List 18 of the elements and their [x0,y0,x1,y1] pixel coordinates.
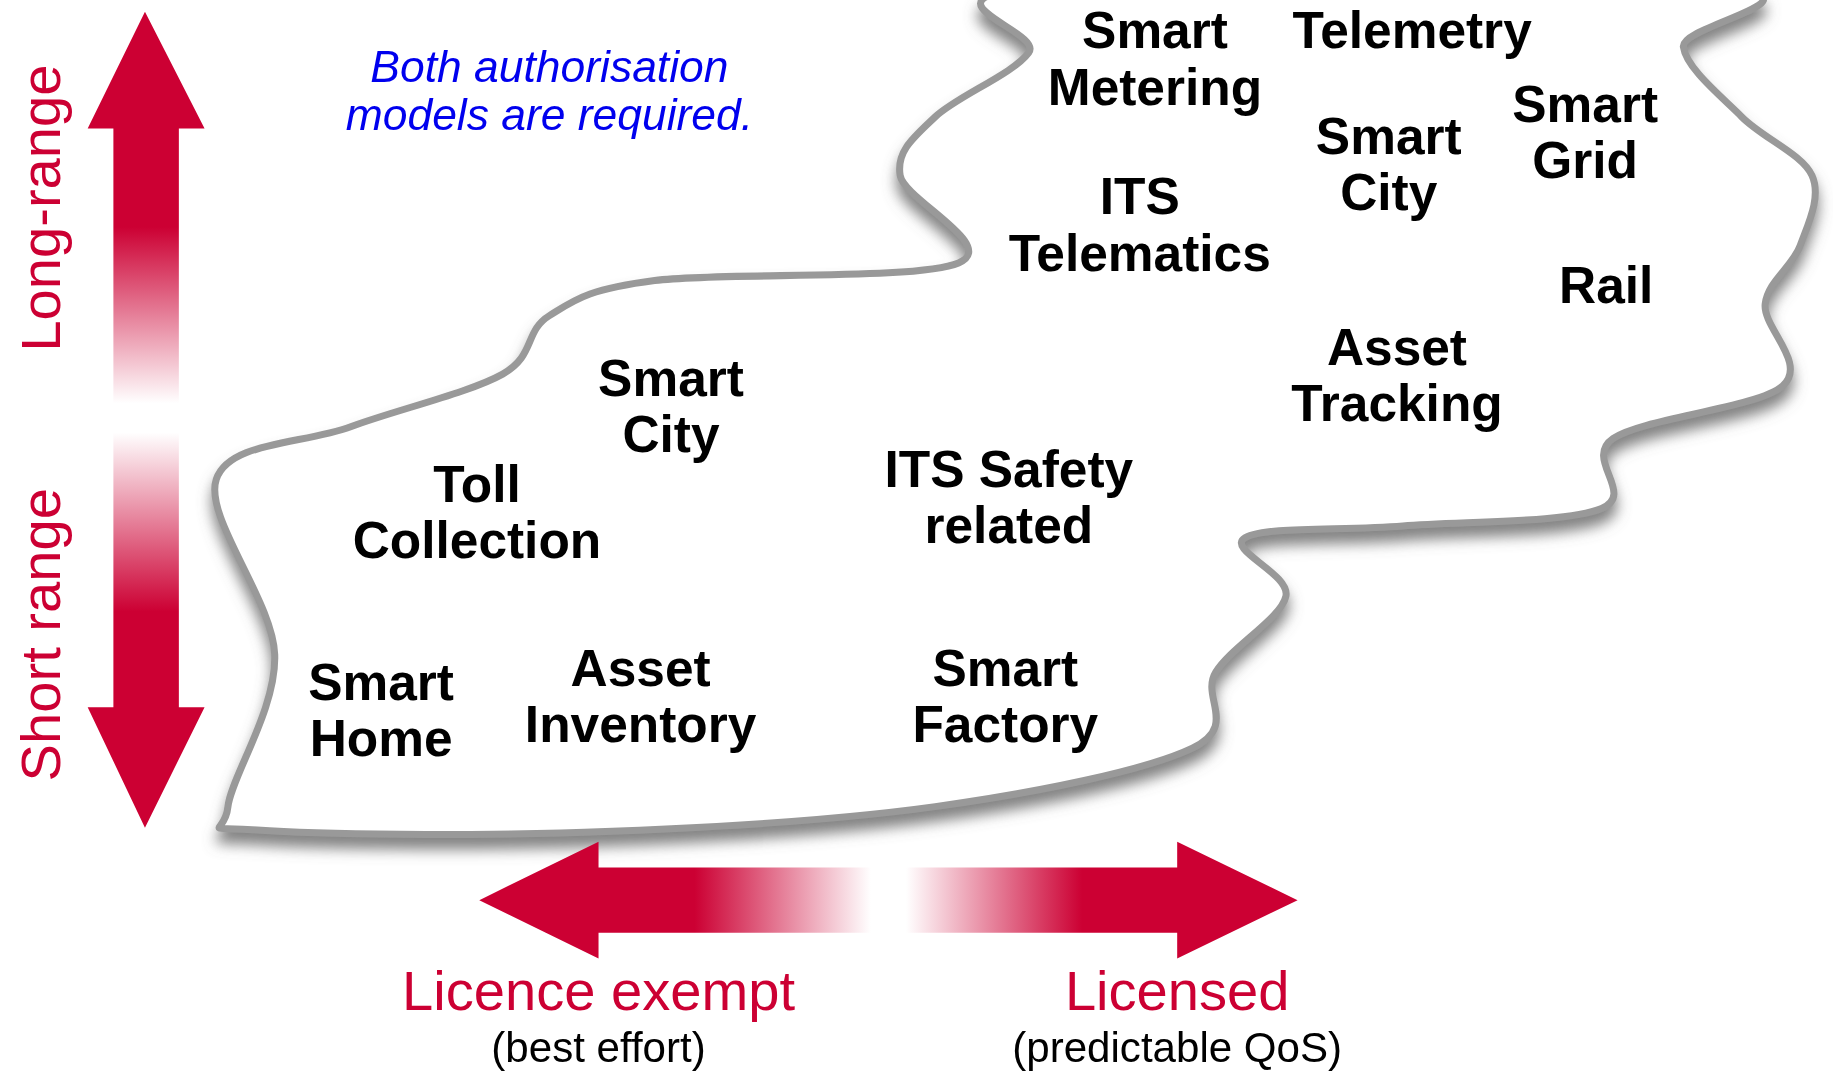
note-text: Both authorisation models are required. [344,43,755,140]
application-label: Smart Metering [1046,2,1264,114]
axis-label: Licensed [1064,961,1290,1022]
axis-note: (best effort) [491,1025,706,1072]
application-label: Smart Home [307,654,455,766]
application-label: Smart Grid [1511,76,1660,188]
application-label: Smart Factory [911,640,1100,752]
axis-note: (predictable QoS) [1012,1025,1343,1072]
axis-label: Short range [10,488,72,782]
application-label: Smart City [1314,108,1463,220]
application-label: ITS Telematics [1007,168,1272,280]
axis-label: Long-range [10,64,72,352]
axis-label: Licence exempt [402,961,796,1022]
application-label: Rail [1558,257,1655,313]
application-label: Asset Tracking [1290,319,1504,431]
application-label: ITS Safety related [883,441,1135,553]
application-label: Telemetry [1291,2,1533,59]
application-label: Asset Inventory [523,640,758,752]
